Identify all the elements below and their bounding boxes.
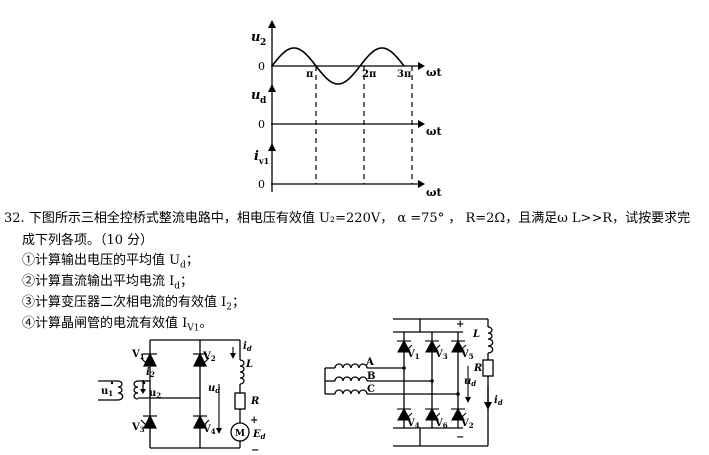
phase-c-coil <box>334 389 368 395</box>
iv1-zero-label: 0 <box>258 178 265 191</box>
phase-b-label: B <box>367 371 375 382</box>
ed-label: Ed <box>252 429 266 441</box>
id-arrow <box>230 347 236 359</box>
i2-label: i2 <box>146 367 155 379</box>
thyristor-v4 <box>193 414 210 429</box>
iv1-axis-label: i <box>254 149 259 164</box>
phase-c-label: C <box>367 384 375 395</box>
svg-text:2: 2 <box>260 38 266 48</box>
v2-label: V2 <box>202 351 216 363</box>
v4-label: V4 <box>202 424 216 436</box>
l-label: L <box>245 359 253 370</box>
question-item-4: ④计算晶闸管的电流有效值 IV1。 <box>22 316 213 334</box>
r-label: R <box>250 396 259 407</box>
r-label: R <box>473 363 482 374</box>
u1-label: u1 <box>101 386 113 398</box>
u2-x-axis-label: ωt <box>426 66 442 79</box>
iv1-x-axis-label: ωt <box>426 186 442 199</box>
v3-label: V3 <box>434 349 448 361</box>
question-stem-line1: 32. 下图所示三相全控桥式整流电路中，相电压有效值 U₂=220V， α =7… <box>4 211 690 227</box>
l-label: L <box>472 329 480 340</box>
ud-label: ud <box>464 376 476 388</box>
v1-label: V1 <box>406 349 420 361</box>
two-pi-tick-label: 2π <box>362 69 376 80</box>
minus-label: − <box>251 445 259 455</box>
phase-b-coil <box>334 376 368 382</box>
phase-a-label: A <box>365 357 374 368</box>
v3-label: V3 <box>131 422 145 434</box>
u2-sine-curve <box>271 47 405 85</box>
period-guides <box>315 66 413 184</box>
thyristor-v1 <box>140 352 157 367</box>
pi-tick-label: π <box>306 69 313 80</box>
ud-arrow <box>465 366 471 403</box>
minus-label: − <box>456 432 464 443</box>
plus-label: + <box>456 319 464 330</box>
plus-label: + <box>250 415 258 426</box>
u2-axis-label: u <box>251 30 260 45</box>
id-arrow <box>484 386 492 410</box>
ud-x-axis-label: ωt <box>426 125 442 138</box>
thyristor-v2 <box>451 407 467 421</box>
motor-m <box>230 422 250 442</box>
ud-zero-label: 0 <box>258 118 265 131</box>
ud-plot: u d 0 ωt <box>251 84 442 144</box>
svg-text:d: d <box>260 96 267 106</box>
transformer-primary-coil <box>117 380 124 401</box>
thyristor-v5 <box>451 339 467 353</box>
m-label: M <box>235 429 245 439</box>
inductor-l <box>487 326 494 354</box>
question-stem-line2: 成下列各项。（10 分） <box>22 233 154 248</box>
resistor-r <box>234 392 246 410</box>
v2-label: V2 <box>460 418 474 430</box>
id-label: id <box>243 341 252 353</box>
transformer-secondary-coil <box>133 380 139 400</box>
iv1-plot: i v1 0 ωt <box>254 143 442 199</box>
thyristor-v4 <box>397 407 413 421</box>
u2-label: u2 <box>149 388 161 400</box>
three-pi-tick-label: 3π <box>397 69 411 80</box>
v6-label: V6 <box>434 418 448 430</box>
v5-label: V5 <box>460 349 474 361</box>
svg-text:v1: v1 <box>258 156 269 166</box>
ud-axis-label: u <box>251 88 260 103</box>
id-label: id <box>494 395 503 407</box>
thyristor-v3 <box>425 339 441 353</box>
u2-plot: u 2 0 π 2π 3π ωt <box>251 20 442 88</box>
v1-label: V1 <box>131 349 145 361</box>
question-item-3: ③计算变压器二次相电流的有效值 I2； <box>22 295 246 313</box>
thyristor-v6 <box>425 407 441 421</box>
question-item-1: ①计算输出电压的平均值 Ud； <box>22 253 199 271</box>
thyristor-v3 <box>140 414 157 429</box>
question-item-2: ②计算直流输出平均电流 Id； <box>22 274 194 292</box>
ud-label: ud <box>208 383 220 395</box>
inductor-l <box>239 359 245 385</box>
u2-zero-label: 0 <box>258 60 265 73</box>
thyristor-v1 <box>397 339 413 353</box>
resistor-r <box>482 359 494 377</box>
ud-arrow <box>216 384 222 434</box>
question-number: 32. <box>4 211 25 226</box>
thyristor-v2 <box>193 352 210 367</box>
v4-label: V4 <box>406 418 420 430</box>
phase-a-coil <box>334 363 368 369</box>
question-stem: 下图所示三相全控桥式整流电路中，相电压有效值 U₂=220V， α =75° ，… <box>28 211 691 226</box>
